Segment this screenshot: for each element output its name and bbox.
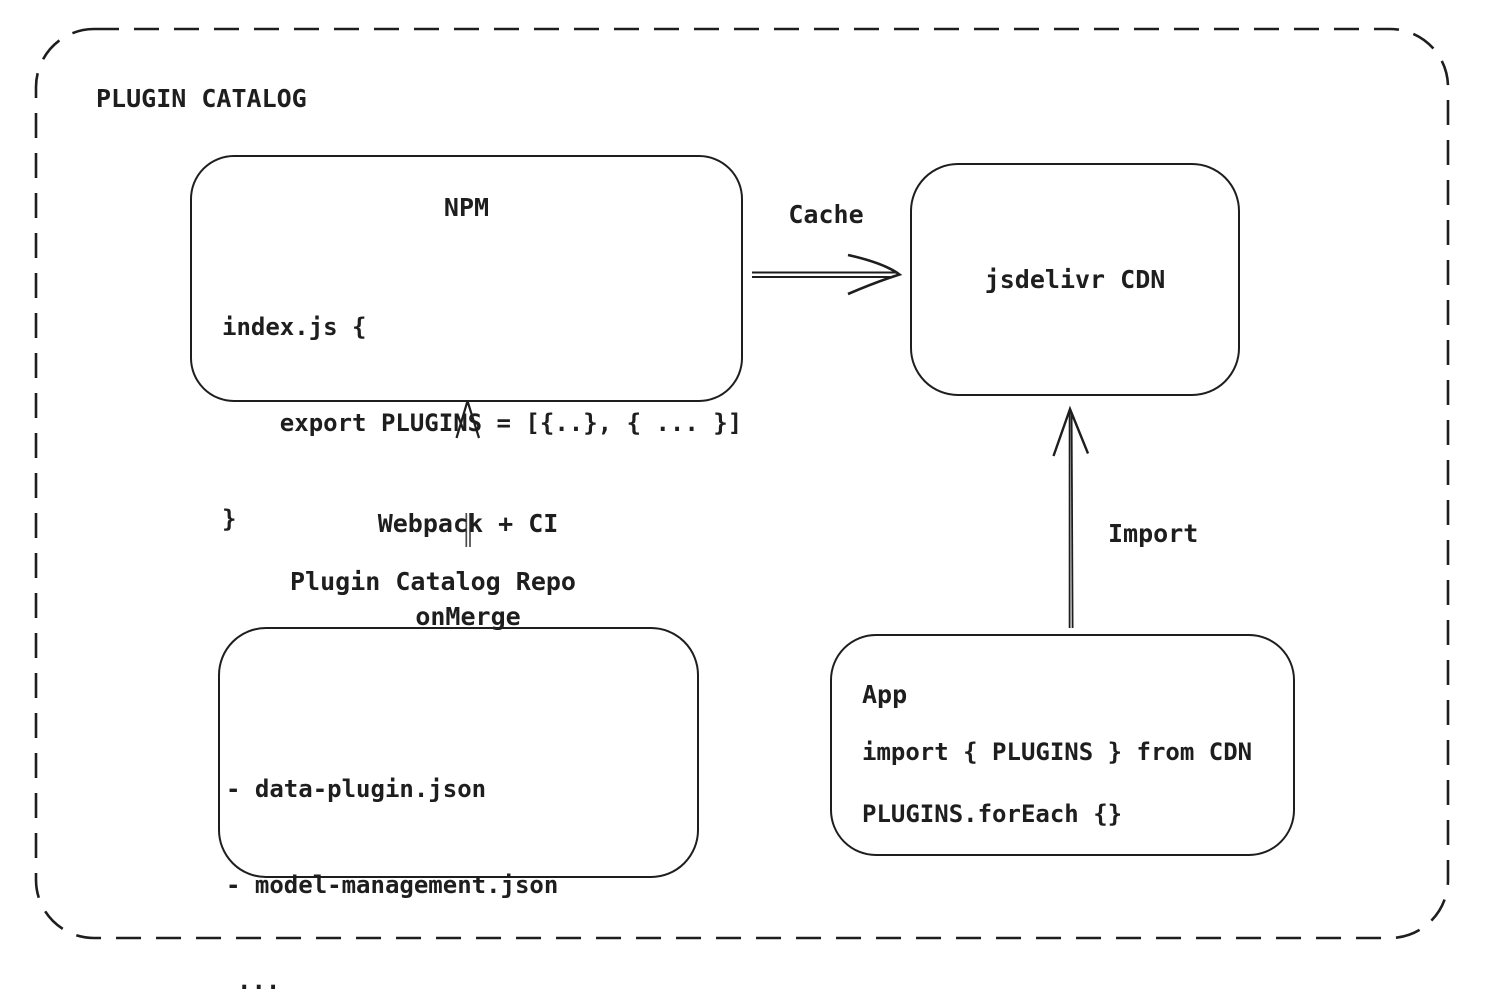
npm-code-line: } [222, 505, 237, 533]
npm-node-title: NPM [443, 193, 490, 222]
cdn-node: jsdelivr CDN [910, 163, 1240, 396]
plugin-catalog-boundary [34, 27, 1450, 940]
repo-file-item-ellipsis: ... [237, 967, 281, 995]
repo-file-item: - data-plugin.json [226, 775, 487, 803]
repo-node-title: Plugin Catalog Repo [290, 567, 576, 596]
repo-file-list: - data-plugin.json - model-management.js… [226, 709, 558, 1002]
app-node: App import { PLUGINS } from CDN PLUGINS.… [830, 634, 1295, 856]
cdn-node-label: jsdelivr CDN [984, 265, 1166, 294]
build-arrow-label-line1: Webpack + CI [377, 509, 559, 538]
repo-file-item: - model-management.json [226, 871, 559, 899]
build-arrow-label: Webpack + CI onMerge [368, 446, 568, 694]
app-node-title: App [862, 680, 908, 709]
cache-arrow-label: Cache [788, 200, 864, 229]
diagram-title: PLUGIN CATALOG [96, 84, 307, 113]
import-arrow [1052, 405, 1090, 629]
npm-code-block: index.js { export PLUGINS = [{..}, { ...… [222, 247, 742, 599]
app-code-line: import { PLUGINS } from CDN [862, 738, 1253, 766]
app-code-line: PLUGINS.forEach {} [862, 800, 1123, 828]
import-arrow-label: Import [1108, 519, 1199, 548]
npm-code-line: index.js { [222, 313, 367, 341]
repo-node: - data-plugin.json - model-management.js… [218, 627, 699, 995]
npm-node: NPM index.js { export PLUGINS = [{..}, {… [190, 155, 743, 533]
npm-code-line: export PLUGINS = [{..}, { ... }] [222, 409, 743, 437]
cache-arrow [752, 253, 903, 296]
build-arrow-label-line2: onMerge [415, 602, 521, 631]
